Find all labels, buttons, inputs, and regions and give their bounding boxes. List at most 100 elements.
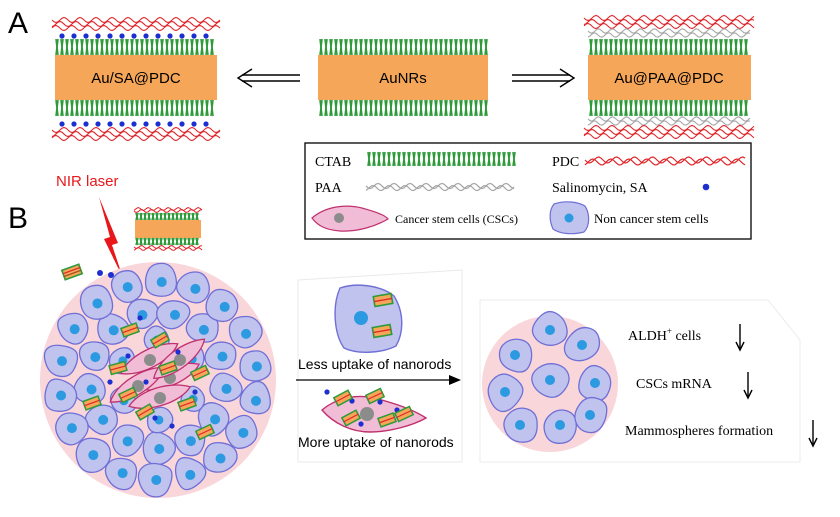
salinomycin-dots-top — [59, 33, 209, 39]
mammosphere-cell — [578, 364, 612, 402]
tumor-cell — [209, 372, 243, 403]
tumor-cell — [225, 414, 258, 449]
tumor-nanorod — [189, 364, 211, 382]
rod-label-aunrs: AuNRs — [379, 70, 427, 87]
csc-mrna-label: CSCs mRNA — [636, 377, 713, 392]
salinomycin-dots-bottom — [59, 121, 209, 127]
free-particles — [60, 263, 114, 281]
down-arrow-icon — [743, 372, 753, 400]
ctab-layer-top — [55, 38, 214, 56]
tumor-spheroid — [40, 262, 276, 498]
nir-laser-label: NIR laser — [56, 173, 119, 190]
tumor-cell — [174, 456, 207, 491]
legend-pdc-swatch — [584, 156, 746, 166]
salinomycin-dot — [125, 353, 131, 359]
tumor-cell — [78, 341, 110, 372]
legend-label-paa: PAA — [315, 181, 343, 196]
tumor-nanorod — [117, 386, 139, 404]
legend-ctab-swatch — [367, 151, 516, 167]
pdc-coating-top — [51, 16, 221, 32]
gold-nanorod — [588, 55, 751, 100]
tumor-cell — [204, 341, 237, 371]
legend-box: CTAB PDC PAA Salinomycin, SA Cancer stem… — [304, 142, 752, 240]
legend-noncsc-icon — [549, 201, 590, 235]
legend-paa-swatch — [365, 182, 515, 192]
tumor-cell — [43, 344, 79, 378]
legend-label-csc: Cancer stem cells (CSCs) — [395, 212, 518, 226]
tumor-csc-cell — [128, 384, 192, 409]
gold-nanorod — [318, 55, 488, 100]
tumor-cell — [44, 378, 78, 412]
legend-sa-dot — [702, 183, 710, 191]
less-uptake-label: Less uptake of nanorods — [298, 356, 451, 372]
mammosphere-cell — [574, 396, 608, 434]
panel-a: Au/SA@PDC AuNRs Au — [51, 14, 755, 142]
gold-nanorod — [55, 55, 217, 100]
mammosphere-cell — [531, 363, 570, 398]
ctab-layer-bottom — [319, 99, 488, 117]
tumor-nanorod — [194, 423, 216, 441]
legend-csc-icon — [311, 205, 389, 232]
tumor-cell — [239, 350, 272, 382]
legend-label-sa: Salinomycin, SA — [552, 181, 649, 196]
tumor-salinomycin — [107, 315, 198, 429]
tumor-cell — [57, 312, 89, 345]
tumor-nanorod — [157, 360, 179, 376]
tumor-nanorod — [108, 360, 128, 376]
tumor-cell — [144, 262, 178, 297]
salinomycin-dot — [175, 349, 181, 355]
salinomycin-dot — [137, 315, 143, 321]
tumor-csc-cell — [120, 342, 179, 375]
long-arrow-icon — [296, 375, 461, 385]
down-arrow-icon — [735, 324, 745, 352]
csc-cell-icon — [321, 387, 428, 433]
non-csc-cell-icon — [334, 284, 403, 353]
rod-label-au-sa-pdc: Au/SA@PDC — [91, 70, 181, 87]
panel-b: NIR laser — [40, 173, 818, 498]
pdc-coating-bottom — [583, 124, 755, 140]
laser-bolt-icon — [99, 197, 123, 278]
tumor-cell — [176, 271, 210, 304]
tumor-cell — [156, 300, 191, 330]
rod-label-au-paa-pdc: Au@PAA@PDC — [614, 70, 724, 87]
panel-letter-b: B — [8, 202, 28, 235]
pdc-coating-bottom — [51, 126, 221, 142]
tumor-cell — [137, 462, 173, 498]
legend-label-pdc: PDC — [552, 155, 579, 170]
paa-layer-bottom — [587, 116, 751, 126]
tumor-cell — [239, 380, 271, 415]
tumor-cell — [75, 437, 112, 474]
tumor-nanorod — [149, 331, 171, 349]
tumor-nanorod — [176, 396, 198, 412]
tumor-cell — [55, 412, 89, 446]
pdc-coating-top — [583, 14, 755, 30]
salinomycin-dot — [169, 423, 175, 429]
mammosphere-cell — [563, 326, 601, 362]
tumor-cell — [228, 315, 263, 349]
coated-nanorod-icon — [133, 206, 203, 251]
uptake-box: Less uptake of nanorods More uptake of n — [296, 269, 463, 463]
arrow-right-icon — [512, 68, 576, 88]
tumor-cell — [84, 404, 118, 436]
legend-label-ctab: CTAB — [315, 155, 351, 170]
mammosphere-cell — [498, 338, 533, 373]
tumor-nanorod — [134, 403, 156, 421]
salinomycin-dot — [192, 389, 198, 395]
tumor-cell — [79, 284, 114, 320]
salinomycin-dot — [143, 379, 149, 385]
au-sa-pdc-construct: Au/SA@PDC — [51, 16, 221, 142]
salinomycin-dot — [107, 379, 113, 385]
au-paa-pdc-construct: Au@PAA@PDC — [583, 14, 755, 140]
legend-label-noncsc: Non cancer stem cells — [594, 211, 708, 226]
tumor-nanorod — [119, 322, 141, 338]
ctab-layer-top — [319, 38, 488, 56]
ctab-layer-bottom — [589, 99, 748, 117]
tumor-cell — [110, 270, 143, 304]
aldh-label: ALDH+ cells — [628, 326, 701, 344]
mammosphere-label: Mammospheres formation — [625, 424, 773, 439]
paa-layer-top — [587, 28, 751, 38]
tumor-cell — [203, 441, 238, 473]
tumor-nanorod — [81, 395, 103, 411]
mammosphere-cell — [543, 409, 577, 444]
